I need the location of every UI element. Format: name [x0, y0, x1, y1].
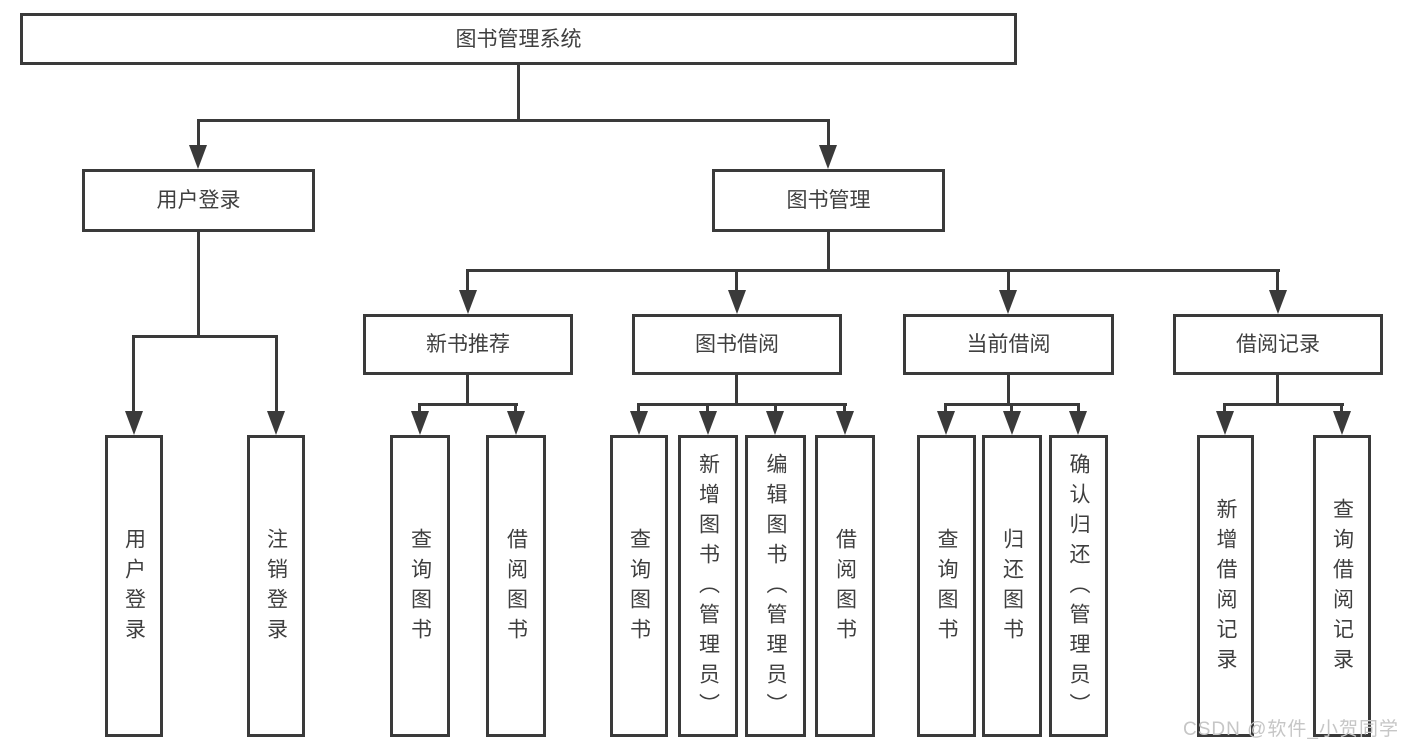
connector-line	[827, 232, 830, 271]
leaf-return-book: 归还图书	[982, 435, 1042, 737]
leaf-query-book-2: 查询图书	[610, 435, 668, 737]
connector-line	[827, 119, 830, 147]
arrow-down-icon	[836, 411, 854, 435]
arrow-down-icon	[507, 411, 525, 435]
arrow-down-icon	[1333, 411, 1351, 435]
connector-line	[466, 375, 469, 406]
connector-line	[197, 119, 830, 122]
arrow-down-icon	[728, 290, 746, 314]
connector-line	[418, 403, 518, 406]
connector-line	[466, 269, 469, 293]
leaf-borrow-book-1: 借阅图书	[486, 435, 546, 737]
arrow-down-icon	[1216, 411, 1234, 435]
node-book-management: 图书管理	[712, 169, 945, 232]
connector-line	[1276, 375, 1279, 406]
node-book-borrow: 图书借阅	[632, 314, 842, 375]
connector-line	[197, 119, 200, 147]
arrow-down-icon	[267, 411, 285, 435]
arrow-down-icon	[459, 290, 477, 314]
leaf-user-login: 用户登录	[105, 435, 163, 737]
connector-line	[1276, 269, 1279, 293]
node-root: 图书管理系统	[20, 13, 1017, 65]
connector-line	[132, 335, 135, 415]
connector-line	[1007, 269, 1010, 293]
leaf-query-borrow-record: 查询借阅记录	[1313, 435, 1371, 737]
arrow-down-icon	[1269, 290, 1287, 314]
leaf-add-book-admin: 新增图书（管理员）	[678, 435, 738, 737]
arrow-down-icon	[819, 145, 837, 169]
leaf-logout: 注销登录	[247, 435, 305, 737]
connector-line	[517, 65, 520, 121]
leaf-query-book-1: 查询图书	[390, 435, 450, 737]
arrow-down-icon	[630, 411, 648, 435]
leaf-add-borrow-record: 新增借阅记录	[1197, 435, 1254, 737]
connector-line	[1223, 403, 1344, 406]
node-borrow-record: 借阅记录	[1173, 314, 1383, 375]
connector-line	[843, 403, 846, 417]
leaf-query-book-3: 查询图书	[917, 435, 976, 737]
leaf-borrow-book-2: 借阅图书	[815, 435, 875, 737]
arrow-down-icon	[699, 411, 717, 435]
connector-line	[637, 403, 640, 417]
connector-line	[637, 403, 847, 406]
connector-line	[1340, 403, 1343, 417]
connector-line	[1077, 403, 1080, 417]
connector-line	[466, 269, 1280, 272]
connector-line	[1223, 403, 1226, 417]
connector-line	[275, 335, 278, 415]
csdn-watermark: CSDN @软件_小贺同学	[1183, 719, 1399, 740]
connector-line	[132, 335, 278, 338]
connector-line	[735, 269, 738, 293]
arrow-down-icon	[766, 411, 784, 435]
node-user-login: 用户登录	[82, 169, 315, 232]
leaf-edit-book-admin: 编辑图书（管理员）	[745, 435, 806, 737]
arrow-down-icon	[1003, 411, 1021, 435]
arrow-down-icon	[937, 411, 955, 435]
connector-line	[418, 403, 421, 417]
node-new-book-recommend: 新书推荐	[363, 314, 573, 375]
arrow-down-icon	[125, 411, 143, 435]
connector-line	[774, 403, 777, 417]
connector-line	[1010, 403, 1013, 417]
arrow-down-icon	[999, 290, 1017, 314]
connector-line	[735, 375, 738, 406]
connector-line	[1007, 375, 1010, 406]
arrow-down-icon	[189, 145, 207, 169]
node-current-borrow: 当前借阅	[903, 314, 1114, 375]
arrow-down-icon	[411, 411, 429, 435]
connector-line	[514, 403, 517, 417]
connector-line	[706, 403, 709, 417]
leaf-confirm-return-admin: 确认归还（管理员）	[1049, 435, 1108, 737]
connector-line	[197, 232, 200, 338]
arrow-down-icon	[1069, 411, 1087, 435]
connector-line	[944, 403, 947, 417]
